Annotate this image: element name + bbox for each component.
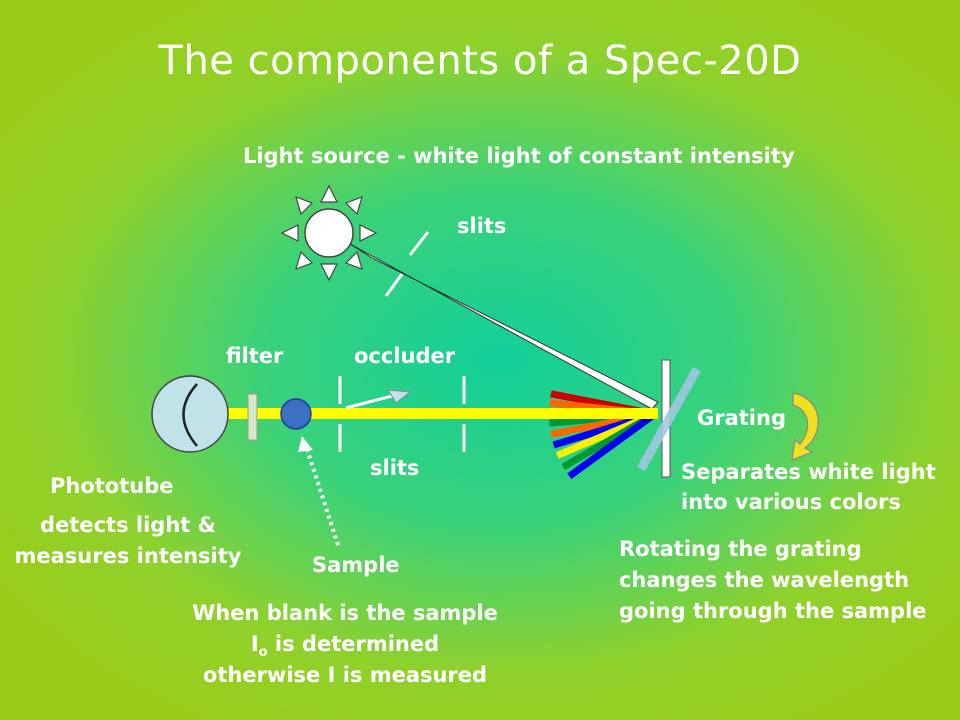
phototube-icon [151, 375, 229, 453]
separates-line2: into various colors [681, 490, 901, 514]
phototube-label: Phototube [50, 474, 174, 498]
filter-label: filter [226, 344, 284, 368]
light-source-label: Light source - white light of constant i… [243, 144, 795, 168]
sample-pointer-arrowhead-icon [298, 436, 313, 452]
rotating-line3: going through the sample [619, 599, 927, 623]
slits-top-label: slits [457, 214, 507, 238]
blank-line1: When blank is the sample [192, 601, 498, 625]
rotating-line2: changes the wavelength [619, 568, 910, 592]
light-source-icon [280, 184, 378, 282]
white-light-beam [349, 243, 659, 410]
sample-icon [280, 398, 312, 430]
yellow-beam [180, 408, 658, 419]
separates-line1: Separates white light [681, 460, 936, 484]
occluder-label: occluder [354, 344, 456, 368]
sample-label: Sample [312, 553, 400, 577]
slit-top-lower [384, 273, 404, 297]
sample-pointer [304, 445, 340, 546]
rotating-line1: Rotating the grating [619, 537, 862, 561]
blank-line2: Io is determined [250, 632, 440, 661]
occluder-line [345, 394, 393, 410]
detects-line2: measures intensity [14, 544, 242, 568]
grating-label: Grating [697, 406, 786, 430]
detects-line1: detects light & [40, 513, 216, 537]
grating-rotated [637, 366, 701, 472]
filter-plate [247, 393, 258, 441]
spectrum-ray [567, 411, 658, 480]
rotate-arrow-icon [791, 392, 819, 461]
blank-line3: otherwise I is measured [202, 663, 488, 687]
slit-top-upper [408, 231, 430, 256]
occluder-arrowhead-icon [387, 389, 412, 404]
slits-bottom-label: slits [370, 456, 420, 480]
page-title: The components of a Spec-20D [158, 38, 802, 84]
